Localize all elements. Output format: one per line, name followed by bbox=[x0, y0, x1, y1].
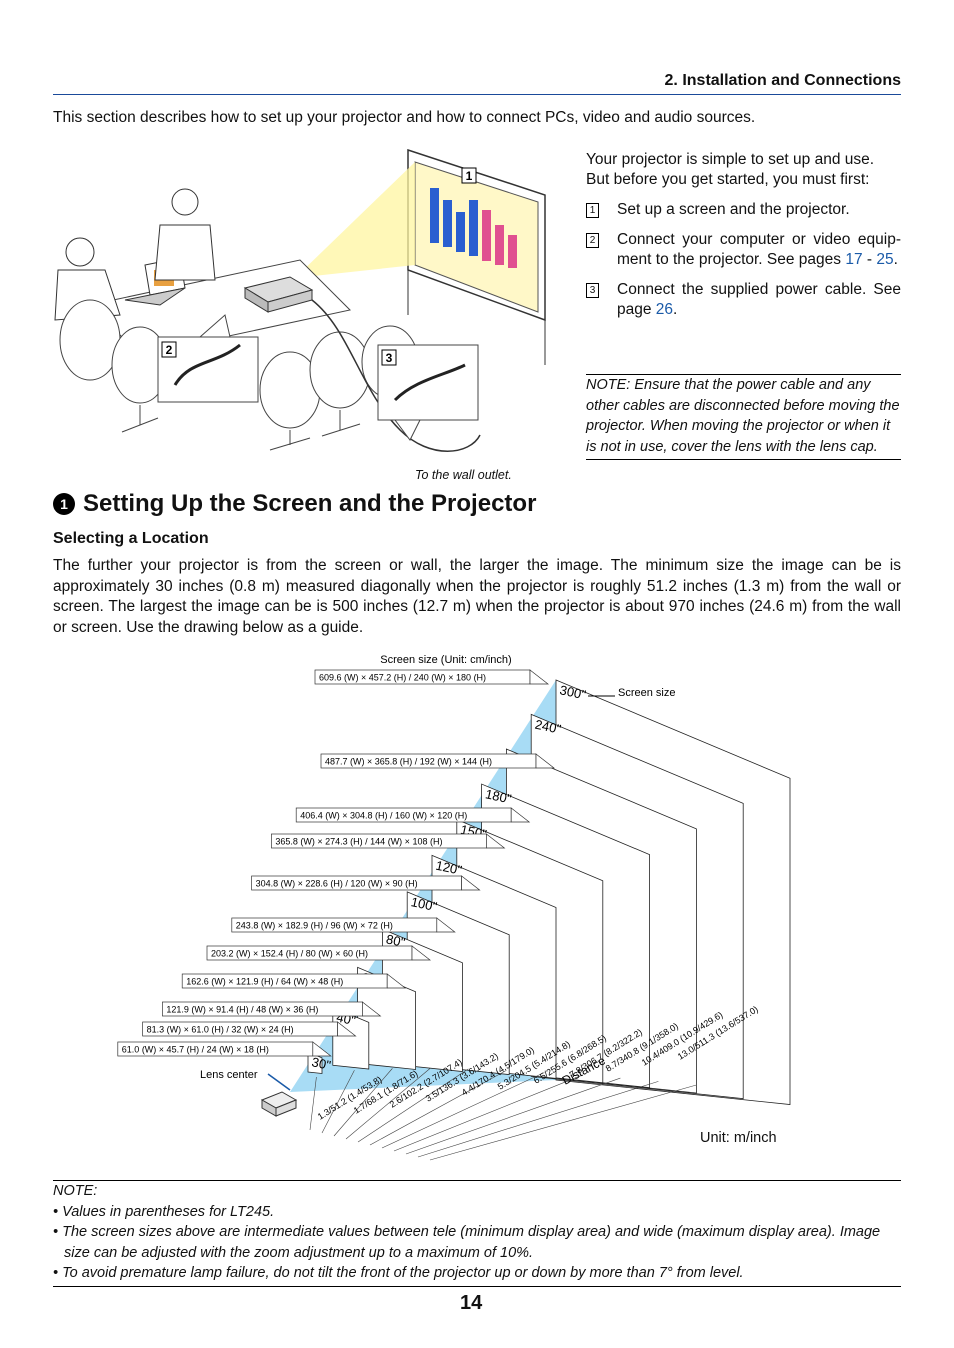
distance-line bbox=[405, 1077, 621, 1155]
size-label-pointer bbox=[486, 833, 506, 849]
section-title: 1 Setting Up the Screen and the Projecto… bbox=[53, 490, 536, 518]
callout-2-cable-box: 2 bbox=[157, 314, 259, 403]
location-paragraph: The further your projector is from the s… bbox=[53, 557, 901, 636]
step-2-dash: - bbox=[862, 251, 877, 268]
screen-diagonal-label: 120" bbox=[434, 858, 463, 878]
callout-1-label: 1 bbox=[466, 169, 473, 183]
header-rule bbox=[53, 94, 901, 95]
distance-line bbox=[429, 1084, 697, 1161]
section-header: 2. Installation and Connections bbox=[664, 72, 901, 89]
screen-diagonal-label: 100" bbox=[410, 894, 439, 914]
size-label-pointer bbox=[510, 807, 531, 823]
step-2-end: . bbox=[893, 251, 898, 268]
distance-line bbox=[381, 1072, 545, 1149]
moving-note: NOTE: Ensure that the power cable and an… bbox=[586, 374, 901, 460]
page-link-26[interactable]: 26 bbox=[655, 301, 674, 318]
screen-diagonal-label: 30" bbox=[310, 1054, 332, 1073]
distance-line bbox=[393, 1074, 583, 1152]
chairs bbox=[59, 299, 419, 451]
size-label-pointer bbox=[529, 669, 550, 685]
lens-center-label: Lens center bbox=[200, 1069, 258, 1081]
step-1-text: Set up a screen and the projector. bbox=[617, 201, 850, 218]
size-label-pointer bbox=[436, 917, 456, 933]
setup-steps: Your projector is simple to set up and u… bbox=[586, 150, 901, 320]
size-label-text: 61.0 (W) × 45.7 (H) / 24 (W) × 18 (H) bbox=[122, 1045, 269, 1055]
projector-icon bbox=[260, 1091, 298, 1117]
projector bbox=[243, 276, 314, 313]
projection-beam bbox=[295, 162, 415, 278]
size-label-pointer bbox=[337, 1021, 357, 1037]
size-label-text: 304.8 (W) × 228.6 (H) / 120 (W) × 90 (H) bbox=[256, 879, 418, 889]
setup-illustration: 2 3 1 bbox=[54, 148, 546, 452]
size-label-pointer bbox=[312, 1041, 332, 1057]
section-number: 1 bbox=[53, 493, 75, 515]
note-item-2: • The screen sizes above are intermediat… bbox=[53, 1224, 881, 1261]
note-item-3: • To avoid premature lamp failure, do no… bbox=[53, 1265, 744, 1281]
page-number: 14 bbox=[460, 1292, 483, 1314]
size-label-pointer bbox=[461, 875, 481, 891]
distance-line bbox=[321, 1070, 355, 1134]
callout-3-label: 3 bbox=[386, 351, 393, 365]
screen-diagonal-label: 80" bbox=[385, 931, 407, 950]
screen-size-label: Screen size bbox=[618, 687, 675, 699]
screen-diagonal-label: 240" bbox=[534, 717, 563, 737]
screen-diagonal-label: 300" bbox=[558, 682, 587, 702]
screen-outline bbox=[332, 1006, 370, 1070]
page-link-17[interactable]: 17 bbox=[845, 251, 863, 268]
size-label-pointer bbox=[362, 1001, 382, 1017]
distance-line bbox=[309, 1076, 317, 1131]
wall-outlet-caption: To the wall outlet. bbox=[415, 468, 512, 482]
size-label-pointer bbox=[386, 973, 407, 989]
step-3-text: Connect the supplied power cable. See pa… bbox=[617, 281, 901, 318]
throw-distance-diagram: Screen size (Unit: cm/inch) 300"13.0/511… bbox=[117, 654, 791, 1161]
distance-line bbox=[417, 1081, 659, 1158]
size-label-text: 162.6 (W) × 121.9 (H) / 64 (W) × 48 (H) bbox=[186, 977, 343, 987]
step-3-number: 3 bbox=[586, 283, 599, 298]
step-2-number: 2 bbox=[586, 233, 599, 248]
unit-label: Unit: m/inch bbox=[700, 1130, 777, 1146]
size-label-text: 81.3 (W) × 61.0 (H) / 32 (W) × 24 (H) bbox=[147, 1025, 294, 1035]
diagram-title: Screen size (Unit: cm/inch) bbox=[380, 654, 511, 666]
callout-3-cable-box: 3 bbox=[377, 344, 479, 441]
size-label-pointer bbox=[411, 945, 432, 961]
size-label-text: 121.9 (W) × 91.4 (H) / 48 (W) × 36 (H) bbox=[166, 1005, 318, 1015]
power-cable bbox=[311, 299, 481, 452]
distance-line bbox=[357, 1068, 469, 1143]
size-label-text: 365.8 (W) × 274.3 (H) / 144 (W) × 108 (H… bbox=[275, 837, 442, 847]
distance-line bbox=[345, 1067, 431, 1140]
screen-diagonal-label: 180" bbox=[484, 786, 513, 806]
step-2-text: Connect your computer or video equip-men… bbox=[617, 231, 901, 268]
size-label-text: 406.4 (W) × 304.8 (H) / 160 (W) × 120 (H… bbox=[300, 811, 467, 821]
notes-heading: NOTE: bbox=[53, 1183, 98, 1199]
size-label-text: 243.8 (W) × 182.9 (H) / 96 (W) × 72 (H) bbox=[236, 921, 393, 931]
size-label-text: 609.6 (W) × 457.2 (H) / 240 (W) × 180 (H… bbox=[319, 673, 486, 683]
callout-2-label: 2 bbox=[166, 343, 173, 357]
note-item-1: • Values in parentheses for LT245. bbox=[53, 1203, 275, 1220]
size-label-text: 487.7 (W) × 365.8 (H) / 192 (W) × 144 (H… bbox=[325, 757, 492, 767]
bottom-notes: NOTE: • Values in parentheses for LT245.… bbox=[53, 1180, 901, 1287]
distance-line bbox=[333, 1068, 393, 1137]
step-3: 3 Connect the supplied power cable. See … bbox=[586, 280, 901, 320]
size-label-pointer bbox=[535, 753, 556, 769]
section-title-text: Setting Up the Screen and the Projector bbox=[83, 490, 537, 517]
person-standing bbox=[154, 188, 216, 281]
step-1: 1 Set up a screen and the projector. bbox=[586, 200, 901, 220]
setup-lead: Your projector is simple to set up and u… bbox=[586, 151, 875, 188]
intro-text: This section describes how to set up you… bbox=[53, 109, 756, 126]
step-3-end: . bbox=[673, 301, 678, 318]
distance-line bbox=[369, 1070, 507, 1146]
subheading: Selecting a Location bbox=[53, 530, 209, 547]
size-label-text: 203.2 (W) × 152.4 (H) / 80 (W) × 60 (H) bbox=[211, 949, 368, 959]
step-2: 2 Connect your computer or video equip-m… bbox=[586, 230, 901, 270]
page-link-25[interactable]: 25 bbox=[876, 251, 894, 268]
step-1-number: 1 bbox=[586, 203, 599, 218]
